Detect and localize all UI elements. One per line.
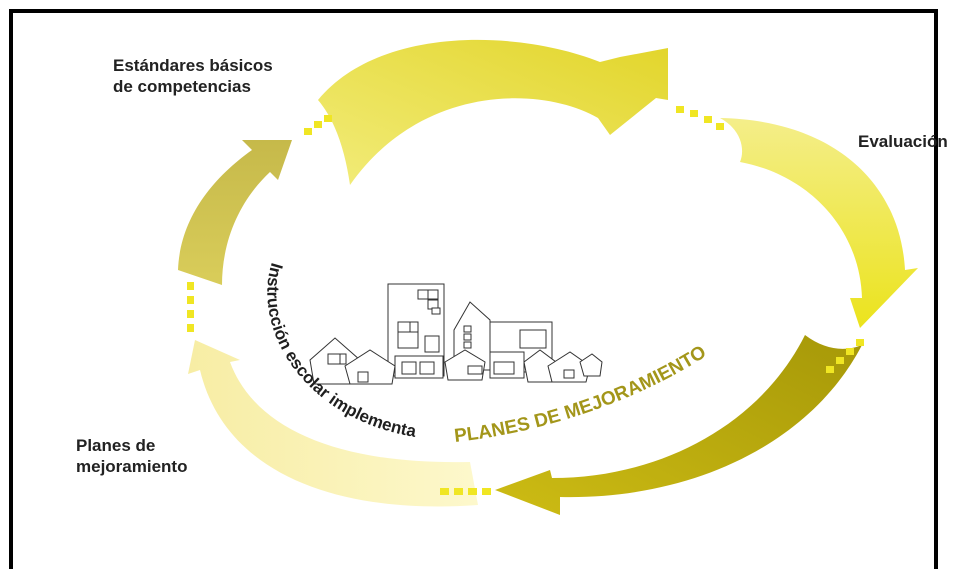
arrow-top	[318, 39, 668, 185]
connector-dots-bottom	[440, 488, 491, 495]
label-standards-line2: de competencias	[113, 77, 251, 96]
label-standards: Estándares básicos de competencias	[113, 55, 273, 97]
connector-dots-right	[826, 339, 864, 373]
arrow-bottom-left	[188, 340, 478, 507]
label-plans-line2: mejoramiento	[76, 457, 188, 476]
label-standards-line1: Estándares básicos	[113, 56, 273, 75]
arrow-bottom-right	[495, 335, 862, 515]
arrow-left	[178, 140, 292, 285]
connector-dots-top-left	[304, 115, 332, 135]
label-plans: Planes de mejoramiento	[76, 435, 187, 477]
label-plans-line1: Planes de	[76, 436, 156, 455]
diagram-frame	[9, 9, 938, 569]
connector-dots-top-right	[676, 106, 724, 130]
arrow-right	[720, 118, 918, 328]
connector-dots-left	[187, 282, 194, 332]
town-illustration-icon	[309, 283, 603, 385]
label-evaluation: Evaluación	[858, 132, 948, 151]
